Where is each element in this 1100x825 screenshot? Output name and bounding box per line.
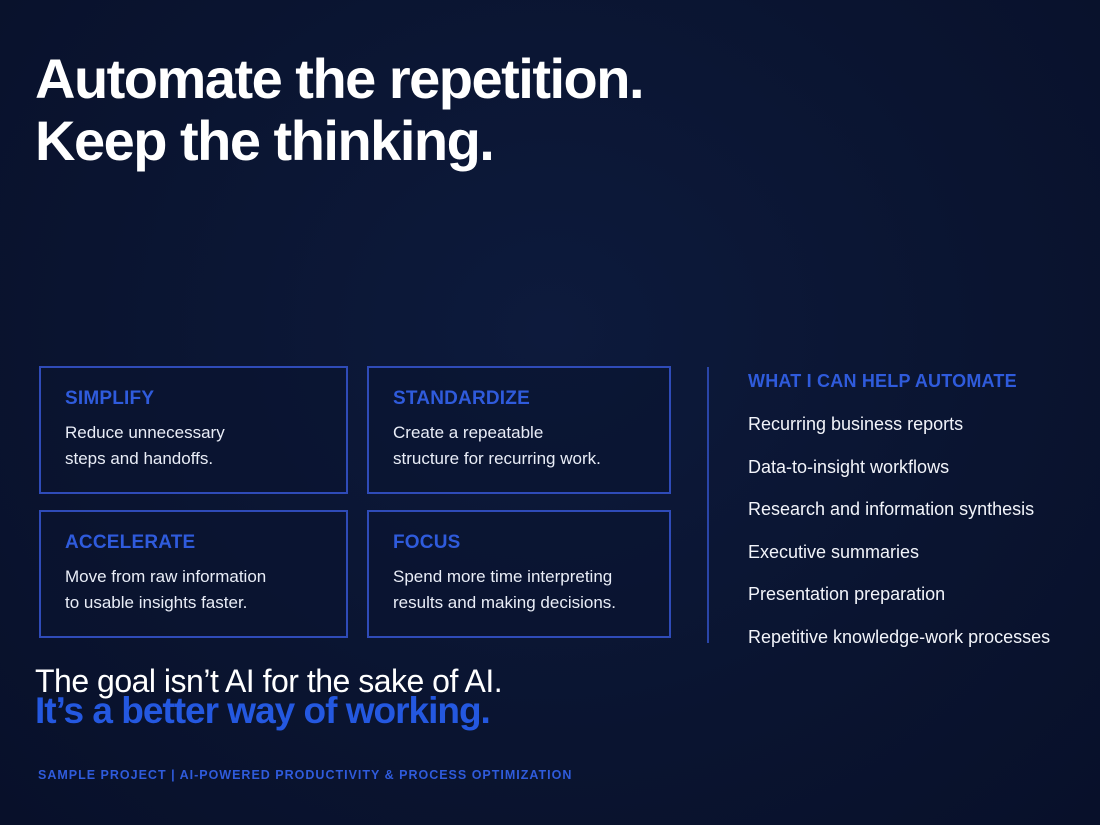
- card-simplify: SIMPLIFY Reduce unnecessary steps and ha…: [39, 366, 348, 494]
- better-way-statement: It’s a better way of working.: [35, 690, 491, 731]
- card-text-line: structure for recurring work.: [393, 449, 601, 468]
- card-text-line: Spend more time interpreting: [393, 567, 613, 586]
- card-focus: FOCUS Spend more time interpreting resul…: [367, 510, 671, 638]
- goal-statement: The goal isn’t AI for the sake of AI.: [35, 663, 503, 699]
- list-item: Executive summaries: [748, 541, 920, 562]
- headline-line-1: Automate the repetition.: [35, 47, 645, 110]
- footer-caption: SAMPLE PROJECT | AI-POWERED PRODUCTIVITY…: [38, 768, 573, 782]
- card-accelerate: ACCELERATE Move from raw information to …: [39, 510, 348, 638]
- card-text-line: to usable insights faster.: [65, 593, 248, 612]
- list-item: Research and information synthesis: [748, 499, 1035, 519]
- card-title: FOCUS: [393, 532, 461, 553]
- vertical-divider: [707, 367, 709, 643]
- card-title: SIMPLIFY: [65, 388, 155, 409]
- card-text-line: steps and handoffs.: [65, 449, 214, 468]
- card-text-line: Move from raw information: [65, 567, 267, 586]
- card-standardize: STANDARDIZE Create a repeatable structur…: [367, 366, 671, 494]
- automate-list: Recurring business reports Data-to-insig…: [748, 412, 1050, 667]
- automate-heading: WHAT I CAN HELP AUTOMATE: [748, 371, 1017, 391]
- list-item: Presentation preparation: [748, 584, 946, 604]
- card-text-line: Reduce unnecessary: [65, 423, 225, 442]
- list-item: Recurring business reports: [748, 414, 964, 434]
- headline: Automate the repetition. Keep the thinki…: [35, 47, 645, 172]
- headline-line-2: Keep the thinking.: [35, 109, 495, 172]
- card-text-line: Create a repeatable: [393, 423, 544, 442]
- card-title: ACCELERATE: [65, 532, 196, 553]
- card-text: Reduce unnecessary steps and handoffs.: [65, 420, 322, 472]
- card-text: Move from raw information to usable insi…: [65, 564, 322, 616]
- card-text: Create a repeatable structure for recurr…: [393, 420, 645, 472]
- card-text: Spend more time interpreting results and…: [393, 564, 645, 616]
- list-item: Data-to-insight workflows: [748, 456, 950, 477]
- card-title: STANDARDIZE: [393, 388, 530, 409]
- list-item: Repetitive knowledge-work processes: [748, 626, 1051, 647]
- card-text-line: results and making decisions.: [393, 593, 617, 612]
